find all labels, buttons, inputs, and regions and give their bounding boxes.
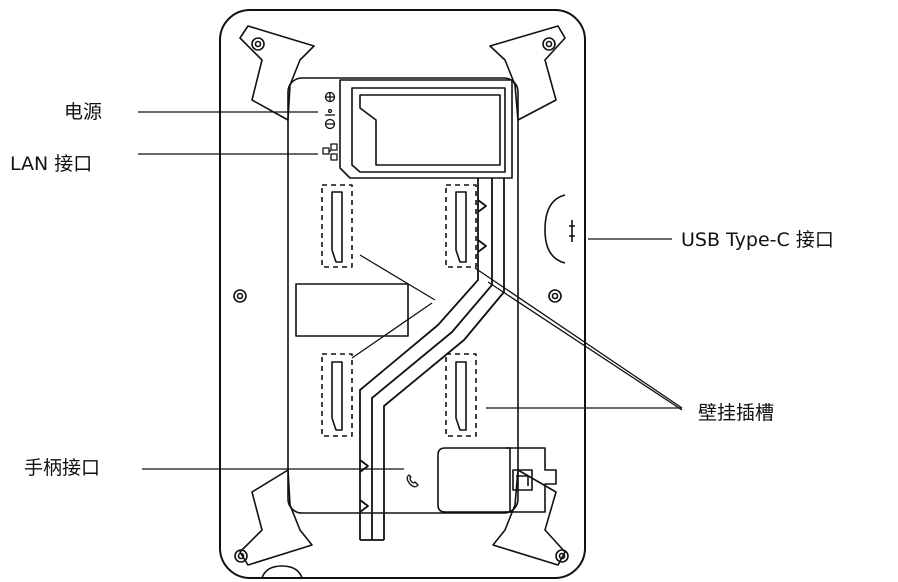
lan-port-label: LAN 接口 [10,153,93,175]
corner-wedge-top-right [489,25,566,121]
power-label: 电源 [64,101,103,123]
leader-line-wall-4 [487,281,683,411]
handset-port-module [437,447,557,513]
bottom-cable-exit [261,565,303,579]
corner-wedge-bottom-left [239,469,313,566]
port-housing [339,79,513,179]
usb-side-bump [544,194,566,264]
label-area [295,283,409,337]
inner-panel [287,77,519,514]
corner-wedge-top-left [239,25,315,121]
lan-port-icon [322,143,338,161]
usb-port-icon [569,220,575,242]
handset-port-icon [406,474,419,488]
leader-line-wall-1 [359,254,436,301]
screw-icons [233,37,569,563]
port-housing-inner [351,87,506,173]
power-port-icon [324,91,336,130]
port-opening [359,94,501,166]
handset-port-label: 手柄接口 [24,457,101,479]
leader-line-wall-3 [474,267,683,409]
corner-wedge-bottom-right [492,469,566,566]
usb-typec-port-label: USB Type-C 接口 [681,229,834,251]
cable-channel [359,178,505,541]
phone-outer-body [219,9,586,579]
wall-mount-slot-label: 壁挂插槽 [698,402,775,424]
wall-mount-slots [321,184,477,437]
leader-line-wall-2 [351,302,433,359]
